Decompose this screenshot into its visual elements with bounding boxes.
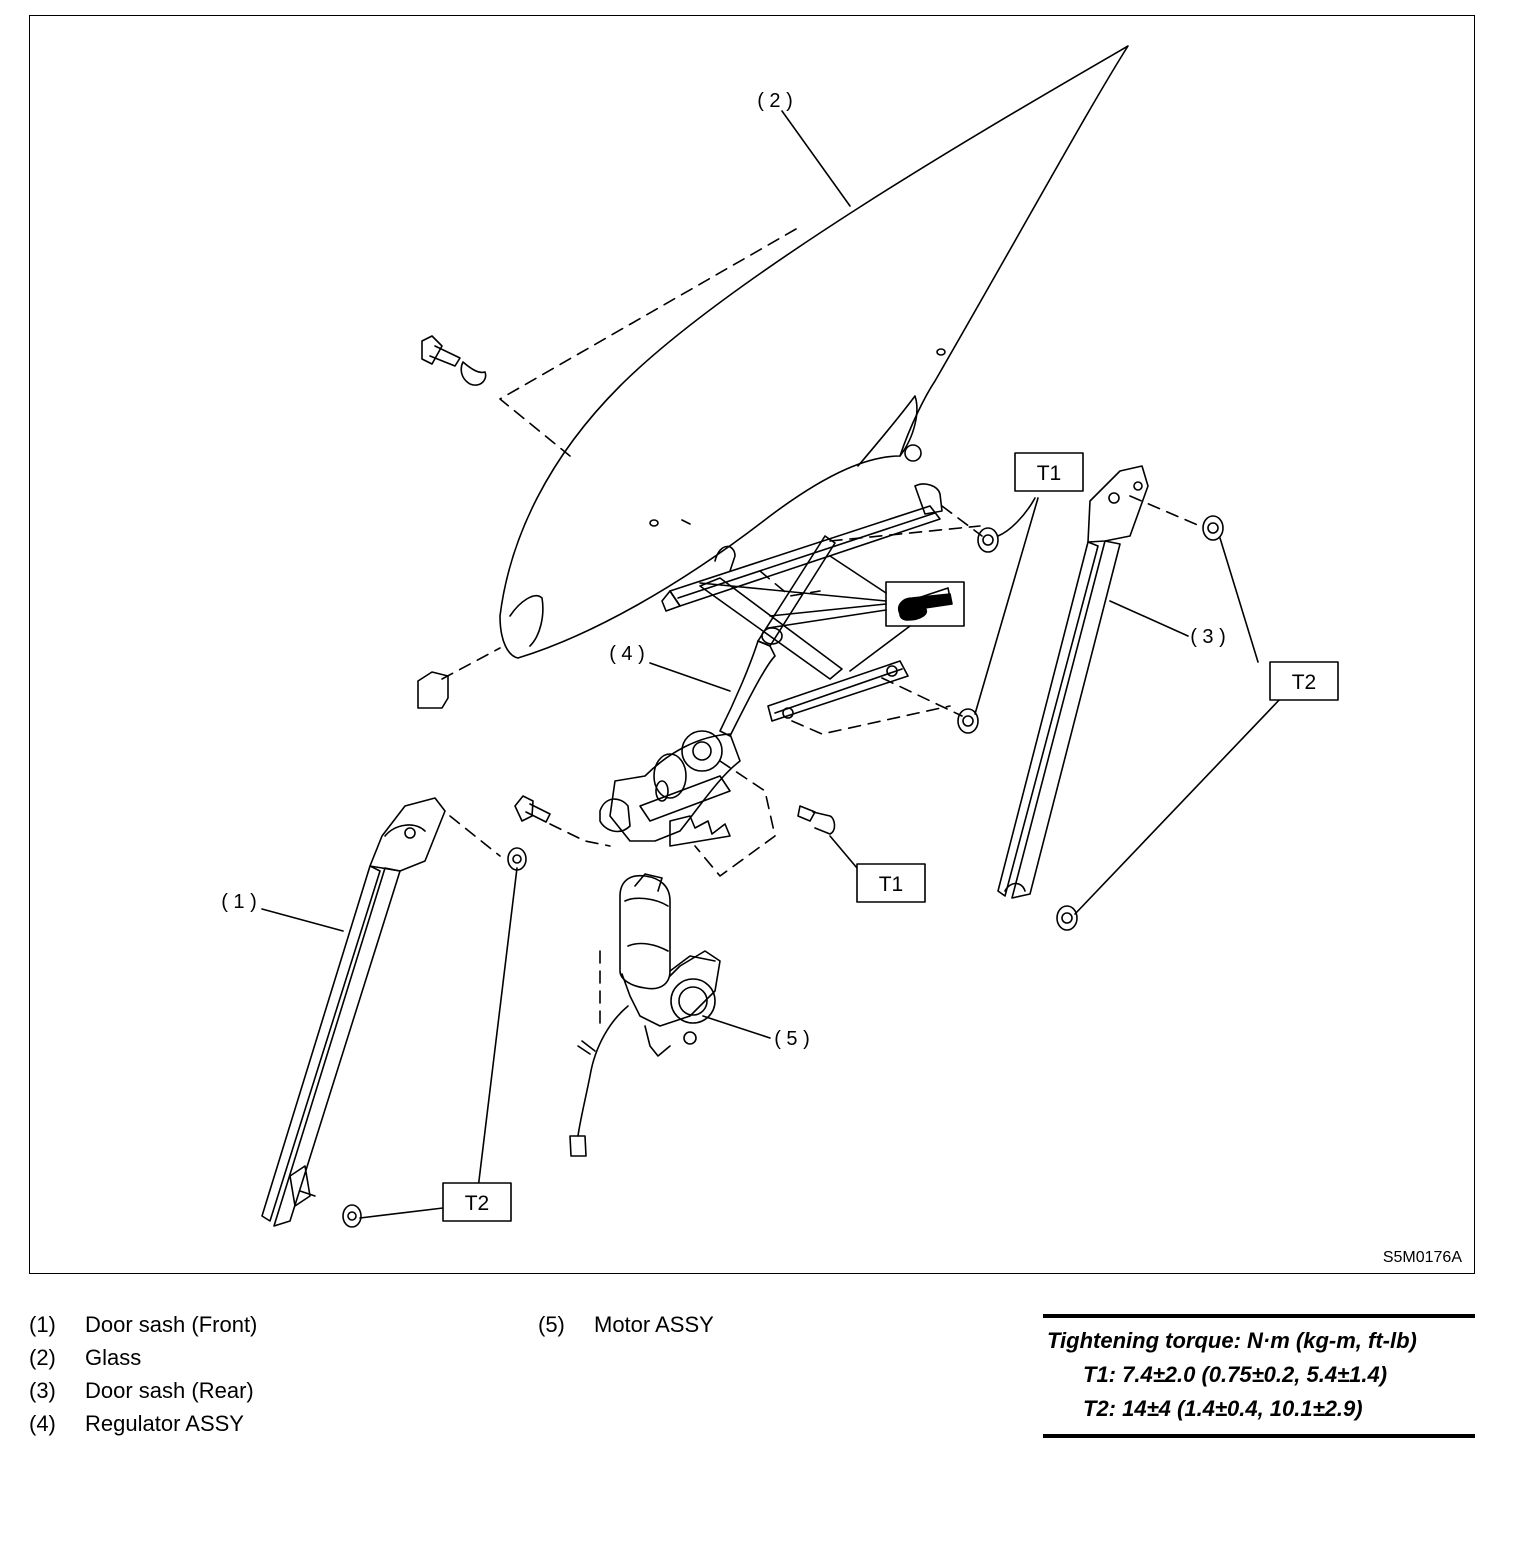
legend-label: Door sash (Front) bbox=[85, 1312, 258, 1337]
motor-assy bbox=[569, 873, 721, 1157]
nut-middle bbox=[957, 708, 979, 734]
legend-label: Door sash (Rear) bbox=[85, 1378, 254, 1403]
torque-title: Tightening torque: N·m (kg-m, ft-lb) bbox=[1047, 1328, 1417, 1353]
door-sash-front bbox=[261, 797, 446, 1227]
torque-spec-box: Tightening torque: N·m (kg-m, ft-lb) T1:… bbox=[1043, 1314, 1475, 1438]
t2-box-right bbox=[1269, 661, 1339, 701]
legend-label: Glass bbox=[85, 1345, 142, 1370]
glass-mount-dashes bbox=[441, 228, 797, 680]
torque-t1: T1: 7.4±2.0 (0.75±0.2, 5.4±1.4) bbox=[1083, 1362, 1388, 1387]
nut-rear-lower bbox=[1056, 905, 1078, 931]
t1-box-lower bbox=[856, 863, 926, 903]
nut-upper bbox=[977, 527, 999, 553]
glass-stopper bbox=[417, 671, 449, 709]
t2-label-left: T2 bbox=[465, 1192, 490, 1215]
torque-t2: T2: 14±4 (1.4±0.4, 10.1±2.9) bbox=[1083, 1396, 1363, 1421]
torque-leaders bbox=[359, 497, 1283, 1219]
nut-front-upper bbox=[507, 847, 527, 871]
legend-number: (2) bbox=[29, 1345, 56, 1370]
regulator-bolt-right bbox=[797, 805, 836, 835]
legend-label: Motor ASSY bbox=[594, 1312, 714, 1337]
callout-5: ( 5 ) bbox=[774, 1028, 810, 1050]
legend-number: (5) bbox=[538, 1312, 565, 1337]
legend-item: (1) Door sash (Front) bbox=[29, 1308, 257, 1341]
legend-list-left: (1) Door sash (Front) (2) Glass (3) Door… bbox=[29, 1308, 257, 1440]
legend-number: (1) bbox=[29, 1312, 56, 1337]
legend-item: (4) Regulator ASSY bbox=[29, 1407, 257, 1440]
callout-2: ( 2 ) bbox=[757, 90, 793, 112]
grease-hand-icon bbox=[897, 587, 953, 621]
callout-1: ( 1 ) bbox=[221, 891, 257, 913]
callout-3: ( 3 ) bbox=[1190, 626, 1226, 648]
door-sash-rear bbox=[997, 465, 1149, 899]
legend-item: (2) Glass bbox=[29, 1341, 257, 1374]
legend-number: (4) bbox=[29, 1411, 56, 1436]
t1-label-lower: T1 bbox=[879, 873, 904, 896]
t2-label-right: T2 bbox=[1292, 671, 1317, 694]
legend-item: (5) Motor ASSY bbox=[538, 1308, 714, 1341]
callout-4: ( 4 ) bbox=[609, 643, 645, 665]
callout-leaders bbox=[261, 110, 1189, 1039]
legend-item: (3) Door sash (Rear) bbox=[29, 1374, 257, 1407]
figure-id: S5M0176A bbox=[1382, 1249, 1462, 1266]
nut-rear-upper bbox=[1202, 515, 1224, 541]
legend-number: (3) bbox=[29, 1378, 56, 1403]
glass bbox=[499, 45, 1129, 659]
regulator-assy bbox=[599, 483, 943, 847]
t1-label-upper: T1 bbox=[1037, 462, 1062, 485]
nut-front-lower bbox=[342, 1204, 362, 1228]
legend-label: Regulator ASSY bbox=[85, 1411, 244, 1436]
grease-leaders bbox=[699, 555, 911, 672]
regulator-dashes bbox=[449, 495, 1201, 1027]
glass-bolt bbox=[421, 335, 487, 386]
t1-box-upper bbox=[1014, 452, 1084, 492]
t2-box-left bbox=[442, 1182, 512, 1222]
diagram-drawing: T1 T1 T2 T2 ( 2 ) ( 4 ) ( 3 ) ( 5 ) ( 1 … bbox=[221, 45, 1339, 1228]
regulator-bolt-left bbox=[514, 795, 551, 823]
exploded-diagram: T1 T1 T2 T2 ( 2 ) ( 4 ) ( 3 ) ( 5 ) ( 1 … bbox=[29, 15, 1475, 1274]
legend-list-right: (5) Motor ASSY bbox=[538, 1308, 714, 1341]
